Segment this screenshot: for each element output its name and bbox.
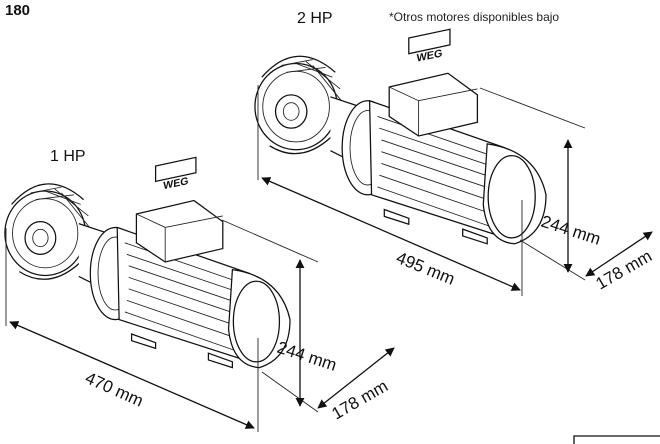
- motor-2hp-width-dimension: [585, 231, 653, 277]
- motor-1hp-drawing: [4, 156, 291, 369]
- page-number: 180: [5, 2, 31, 19]
- motor-1hp-width-dimension: [317, 347, 395, 409]
- motor-2hp-height-dimension: [479, 87, 586, 281]
- motor-1hp-height-dimension: [221, 219, 319, 413]
- motor-1hp-width: 178 mm: [329, 376, 392, 423]
- motor-1hp-length-dimension: [5, 228, 259, 432]
- motor-2hp-length: 495 mm: [394, 248, 458, 289]
- motor-1hp-length: 470 mm: [82, 368, 146, 410]
- availability-note: *Otros motores disponibles bajo: [389, 10, 560, 24]
- frame-corner: [573, 435, 660, 444]
- motor-2hp-label: 2 HP: [297, 10, 333, 27]
- motor-2hp-height: 244 mm: [539, 212, 603, 249]
- motor-1hp-label: 1 HP: [50, 148, 86, 165]
- motor-2hp-length-dimension: [257, 85, 523, 296]
- motor-1hp-height: 244 mm: [275, 338, 339, 375]
- motor-2hp-drawing: [254, 28, 547, 245]
- motor-2hp-width: 178 mm: [593, 246, 656, 293]
